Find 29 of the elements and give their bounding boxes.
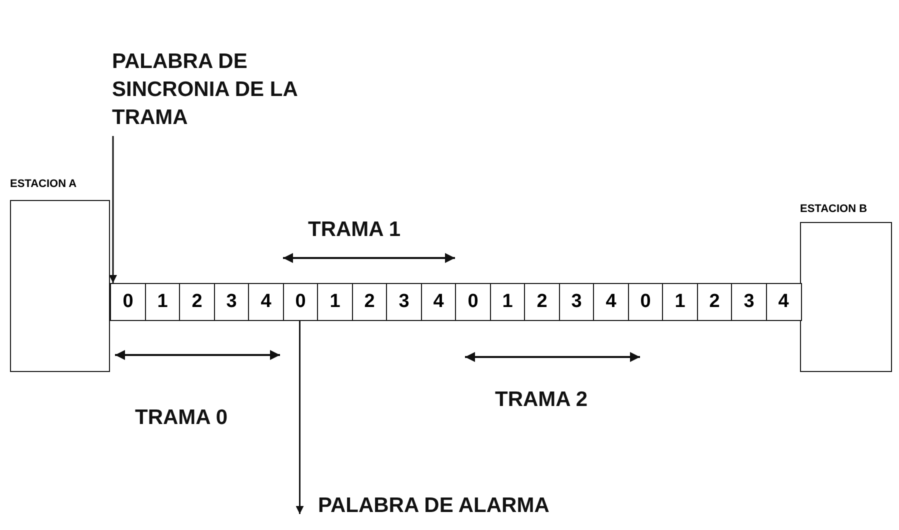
frame-slot: 4 [766, 283, 802, 321]
frame-slot: 3 [214, 283, 250, 321]
frame-slot: 2 [524, 283, 560, 321]
frame-slot: 3 [558, 283, 594, 321]
frame-slot: 2 [696, 283, 732, 321]
arrow [296, 321, 304, 514]
frame-slot: 4 [420, 283, 456, 321]
frame-slot: 2 [352, 283, 388, 321]
frame-slot: 3 [386, 283, 422, 321]
frame-slot: 0 [455, 283, 491, 321]
frame-slot: 0 [282, 283, 318, 321]
station-label: ESTACION B [800, 203, 868, 215]
frame-slot: 1 [490, 283, 526, 321]
annotation-text: PALABRA DE SINCRONIA DE LA TRAMA [112, 48, 312, 132]
frame-label: TRAMA 1 [308, 217, 401, 243]
frame-slot: 0 [110, 283, 146, 321]
frame-label: TRAMA 0 [135, 405, 228, 431]
annotation-text: PALABRA DE ALARMA [318, 492, 578, 520]
frame-slot: 3 [731, 283, 767, 321]
frame-slot: 2 [179, 283, 215, 321]
frame-slot: 1 [662, 283, 698, 321]
frame-slot: 4 [593, 283, 629, 321]
frame-slot: 0 [628, 283, 664, 321]
frame-label: TRAMA 2 [495, 387, 588, 413]
frame-slot: 4 [248, 283, 284, 321]
arrow [109, 136, 117, 283]
frame-slot: 1 [144, 283, 180, 321]
frame-slot: 1 [317, 283, 353, 321]
station-label: ESTACION A [10, 178, 77, 190]
